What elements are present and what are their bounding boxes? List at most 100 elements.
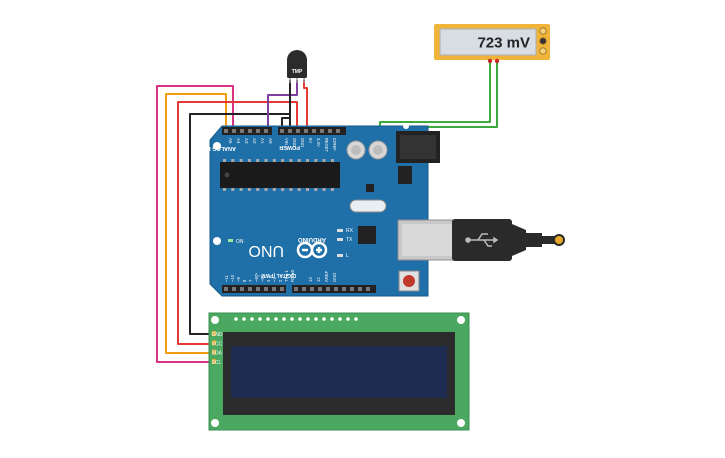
voltage-regulator <box>398 166 412 184</box>
power-pin-hole[interactable] <box>328 129 332 133</box>
digital-pin-label: ~3 <box>272 277 277 282</box>
digital-pin-hole[interactable] <box>302 287 306 291</box>
analog-pin-label: A4 <box>236 138 241 144</box>
wire-tmp-signal[interactable] <box>267 80 298 127</box>
power-header-label: POWER <box>279 144 300 150</box>
digital-pin-label: ~9 <box>236 277 241 282</box>
power-pin-label: VIN <box>284 138 289 145</box>
l-led-label: L <box>346 253 349 259</box>
digital-pin-hole[interactable] <box>256 287 260 291</box>
digital-pin-label: 2 <box>278 279 283 282</box>
digital-pin-hole[interactable] <box>272 287 276 291</box>
power-pin-label: IOREF <box>332 138 337 151</box>
digital-pin-label: 8 <box>242 279 247 282</box>
brand-label: ARDUINO <box>298 236 326 242</box>
analog-pin-hole[interactable] <box>264 129 268 133</box>
digital-pin-hole[interactable] <box>240 287 244 291</box>
digital-pin-hole[interactable] <box>350 287 354 291</box>
analog-pin-label: A3 <box>244 138 249 144</box>
wires <box>156 62 498 363</box>
power-pin-label: RESET <box>324 138 329 152</box>
power-pin-hole[interactable] <box>312 129 316 133</box>
power-pin-hole[interactable] <box>296 129 300 133</box>
tmp-sensor-label: TMP <box>292 69 303 75</box>
lcd-pin-label: SCL <box>212 360 222 366</box>
wire-vcc[interactable] <box>177 101 298 345</box>
digital-pin-hole[interactable] <box>326 287 330 291</box>
power-pin-hole[interactable] <box>320 129 324 133</box>
digital-pin-label: ~5 <box>260 277 265 282</box>
analog-pin-hole[interactable] <box>224 129 228 133</box>
usb-chip <box>358 226 376 244</box>
power-jack <box>396 131 440 163</box>
wire-tmp-gnd[interactable] <box>281 80 291 127</box>
digital-pin-hole[interactable] <box>366 287 370 291</box>
analog-pin-hole[interactable] <box>248 129 252 133</box>
power-pin-hole[interactable] <box>288 129 292 133</box>
digital-pin-hole[interactable] <box>358 287 362 291</box>
wire-meter-black[interactable] <box>379 62 491 130</box>
analog-pin-label: A0 <box>268 138 273 144</box>
tmp-sensor[interactable]: TMP <box>287 50 307 83</box>
lcd-pin-pad[interactable] <box>212 358 216 364</box>
digital-pin-label: GND <box>332 273 337 282</box>
analog-pin-label: A5 <box>228 138 233 144</box>
on-led-label: ON <box>236 239 244 245</box>
digital-pin-hole[interactable] <box>224 287 228 291</box>
wire-sda[interactable] <box>165 93 227 354</box>
lcd-pin-pad[interactable] <box>212 340 216 346</box>
digital-header-label: DIGITAL (PWM ~) <box>255 272 296 278</box>
power-pin-label: GND <box>292 138 297 147</box>
digital-pin-hole[interactable] <box>318 287 322 291</box>
digital-pin-hole[interactable] <box>334 287 338 291</box>
multimeter[interactable]: 723 mV <box>434 24 550 64</box>
digital-pin-label: 13 <box>308 277 313 282</box>
digital-pin-label: 4 <box>266 279 271 282</box>
digital-pin-label: RX◄0 <box>290 269 295 282</box>
crystal <box>349 199 387 213</box>
digital-pin-label: TX►1 <box>284 270 289 282</box>
wire-meter-red[interactable] <box>300 62 498 128</box>
digital-pin-label: ~11 <box>224 275 229 282</box>
digital-pin-label: AREF <box>324 270 329 282</box>
digital-pin-label: ~6 <box>254 277 259 282</box>
reset-button[interactable] <box>398 270 420 292</box>
analog-header <box>222 127 272 135</box>
digital-pin-hole[interactable] <box>310 287 314 291</box>
digital-pin-hole[interactable] <box>264 287 268 291</box>
analog-pin-hole[interactable] <box>232 129 236 133</box>
digital-pin-label: 7 <box>248 279 253 282</box>
multimeter-terminals <box>539 27 547 55</box>
analog-pin-hole[interactable] <box>256 129 260 133</box>
rx-led-label: RX <box>346 228 354 234</box>
digital-pin-hole[interactable] <box>280 287 284 291</box>
power-pin-hole[interactable] <box>336 129 340 133</box>
power-pin-hole[interactable] <box>280 129 284 133</box>
wire-tmp-vcc[interactable] <box>303 80 308 127</box>
usb-cable[interactable] <box>452 219 565 261</box>
usb-port <box>397 219 457 261</box>
digital-pin-label: 12 <box>316 277 321 282</box>
status-leds <box>228 229 343 257</box>
lcd-pin-label: SDA <box>212 351 223 357</box>
power-pin-hole[interactable] <box>304 129 308 133</box>
lcd-pin-pad[interactable] <box>212 349 216 355</box>
digital-pin-hole[interactable] <box>248 287 252 291</box>
power-pin-label: GND <box>300 138 305 147</box>
digital-pin-label: ~10 <box>230 274 235 282</box>
analog-pin-label: A2 <box>252 138 257 144</box>
digital-pin-hole[interactable] <box>294 287 298 291</box>
digital-pin-hole[interactable] <box>342 287 346 291</box>
wire-scl[interactable] <box>156 85 234 363</box>
analog-pin-hole[interactable] <box>240 129 244 133</box>
digital-pin-hole[interactable] <box>232 287 236 291</box>
lcd-pin-pad[interactable] <box>212 331 216 336</box>
lcd-pin-label: GND <box>212 332 224 338</box>
